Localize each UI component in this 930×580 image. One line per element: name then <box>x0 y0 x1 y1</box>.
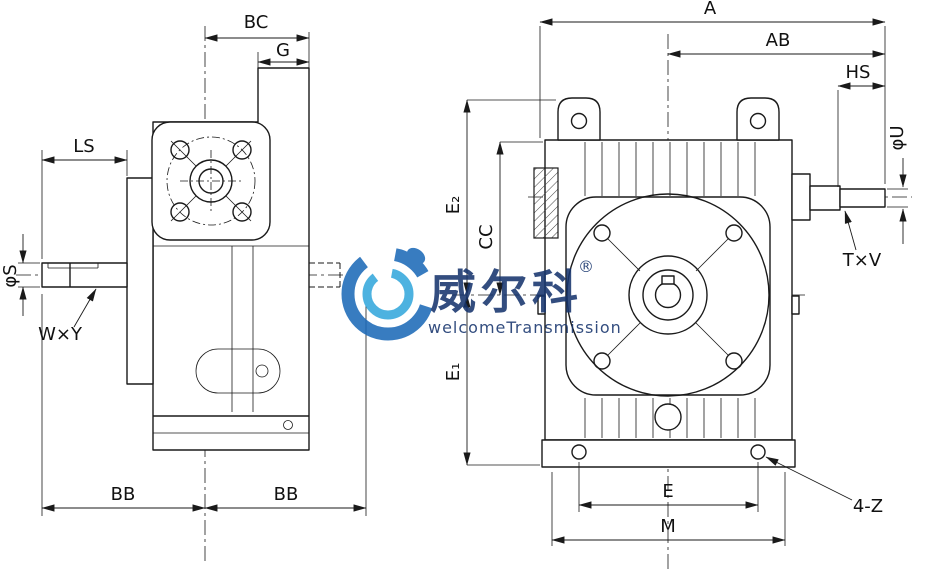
wheel-housing-circle <box>566 193 770 397</box>
dim-label-m: M <box>660 516 676 537</box>
left-shaft-boss <box>533 167 559 239</box>
dim-label-bb-right: BB <box>274 484 299 505</box>
dim-label-4z: 4-Z <box>853 496 883 517</box>
dim-label-hs: HS <box>846 62 871 83</box>
output-shaft-end <box>839 188 886 208</box>
hub-outer <box>628 255 708 335</box>
watermark-subtitle: welcomeTransmission <box>428 318 622 337</box>
lug-hole <box>570 112 588 130</box>
cooling-fins-top <box>584 142 756 196</box>
leader-4z <box>765 456 853 501</box>
dim-label-ls: LS <box>73 136 94 157</box>
leader-txv <box>844 210 857 251</box>
flange-bore <box>198 168 224 194</box>
lug-hole <box>749 112 767 130</box>
keyway <box>47 263 99 269</box>
logo-dot <box>406 247 426 265</box>
dim-label-wxy: W×Y <box>38 324 83 345</box>
face-bolt-hole <box>593 352 611 370</box>
watermark-brand: 威尔科 <box>430 265 583 319</box>
face-bolt-hole <box>725 352 743 370</box>
foot-bolt-hole <box>571 444 587 460</box>
dim-label-phi-u: φU <box>887 125 908 150</box>
foot-hole <box>283 420 293 430</box>
dim-label-cc: CC <box>476 224 497 249</box>
bore-keyway <box>661 275 675 285</box>
dim-label-txv: T×V <box>842 250 882 271</box>
top-lug-left <box>557 97 601 141</box>
bolt-circle <box>166 136 256 226</box>
face-webs <box>607 238 729 356</box>
hidden-shaft <box>309 262 341 288</box>
registered-mark: ® <box>578 257 594 276</box>
dim-label-g: G <box>276 40 290 61</box>
flange-bolt-hole <box>232 202 252 222</box>
dim-label-phi-s: φS <box>0 264 21 287</box>
right-shaft-boss <box>791 173 811 221</box>
hub-inner <box>642 269 694 321</box>
flange-bolt-hole <box>170 140 190 160</box>
left-view-dimensions: BC G LS φS W×Y BB BB <box>0 12 367 516</box>
watermark-logo <box>341 240 450 341</box>
dim-label-a: A <box>704 0 717 19</box>
mounting-feet <box>541 439 796 468</box>
output-shaft-step <box>809 185 841 211</box>
cooling-fins-bottom <box>584 398 756 438</box>
flange-webs <box>170 140 252 222</box>
face-bolt-hole <box>725 224 743 242</box>
dim-label-e2: E₂ <box>443 196 464 215</box>
drain-boss <box>654 403 682 431</box>
left-view <box>16 26 346 564</box>
dim-label-bb-left: BB <box>111 484 136 505</box>
right-view <box>452 34 912 572</box>
leader-wxy <box>73 288 97 328</box>
dim-label-e: E <box>662 481 673 502</box>
mounting-plate <box>126 177 154 385</box>
flange-boss <box>189 159 233 203</box>
housing-slot <box>195 348 281 394</box>
watermark: 威尔科 ® welcomeTransmission <box>341 240 622 341</box>
input-shaft <box>41 262 128 288</box>
dim-label-ab: AB <box>766 30 791 51</box>
flange-bolt-hole <box>170 202 190 222</box>
dim-label-bc: BC <box>244 12 269 33</box>
output-flange <box>151 121 271 241</box>
right-view-dimensions: A AB HS φU T×V E₂ CC E₁ E M 4-Z <box>443 0 908 546</box>
top-lug-right <box>736 97 780 141</box>
flange-bolt-hole <box>232 140 252 160</box>
foot-bolt-hole <box>750 444 766 460</box>
face-bolt-hole <box>593 224 611 242</box>
dim-label-e1: E₁ <box>443 363 464 382</box>
